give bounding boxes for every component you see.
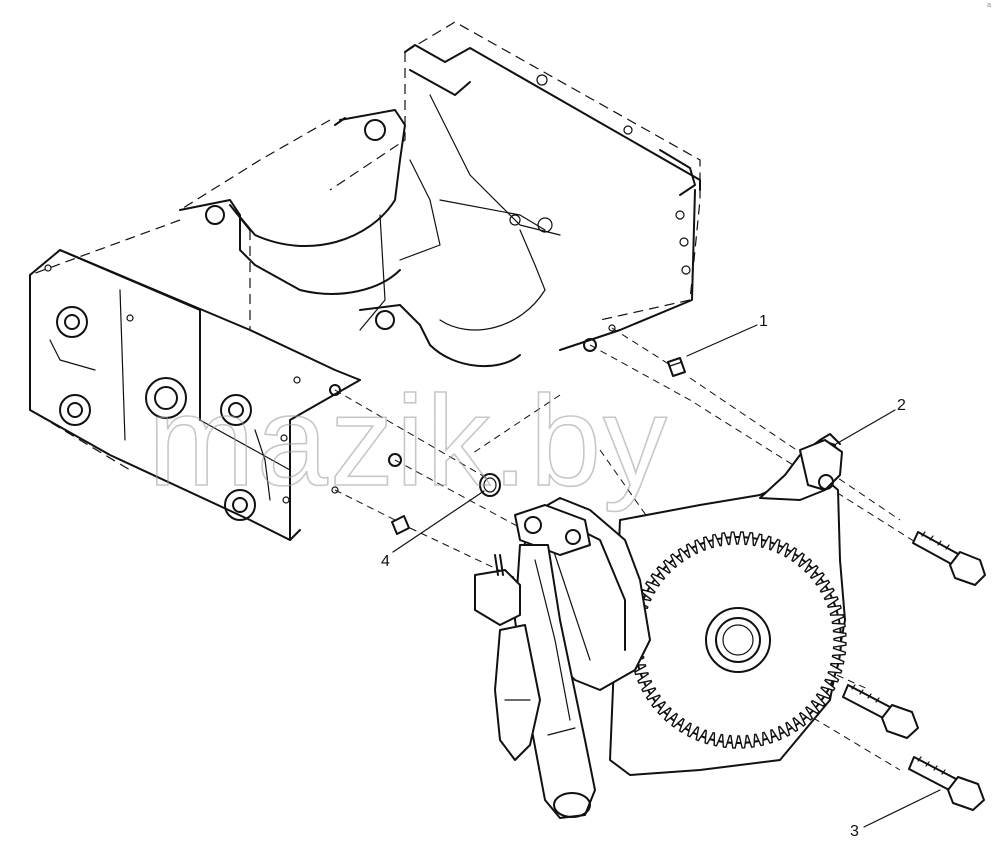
o-ring — [479, 473, 501, 497]
callout-3: 3 — [850, 789, 941, 840]
callout-1: 1 — [686, 313, 768, 357]
callout-number: 4 — [381, 553, 390, 570]
callout-2: 2 — [835, 397, 906, 445]
corner-mark: a — [987, 2, 991, 9]
mounting-bolt-lower — [908, 756, 985, 811]
mounting-bolt-upper — [912, 531, 986, 586]
watermark: mazik.by — [148, 370, 669, 513]
callout-number: 3 — [850, 823, 859, 840]
callout-4: 4 — [381, 490, 485, 570]
callout-number: 1 — [759, 313, 768, 330]
callout-number: 2 — [897, 397, 906, 414]
mounting-bolt-middle — [842, 684, 919, 739]
dowel-pin-upper — [667, 357, 686, 377]
bearing-carrier-housing — [29, 21, 701, 541]
oil-pump-assembly — [474, 433, 847, 819]
dowel-pin-lower — [391, 515, 410, 535]
